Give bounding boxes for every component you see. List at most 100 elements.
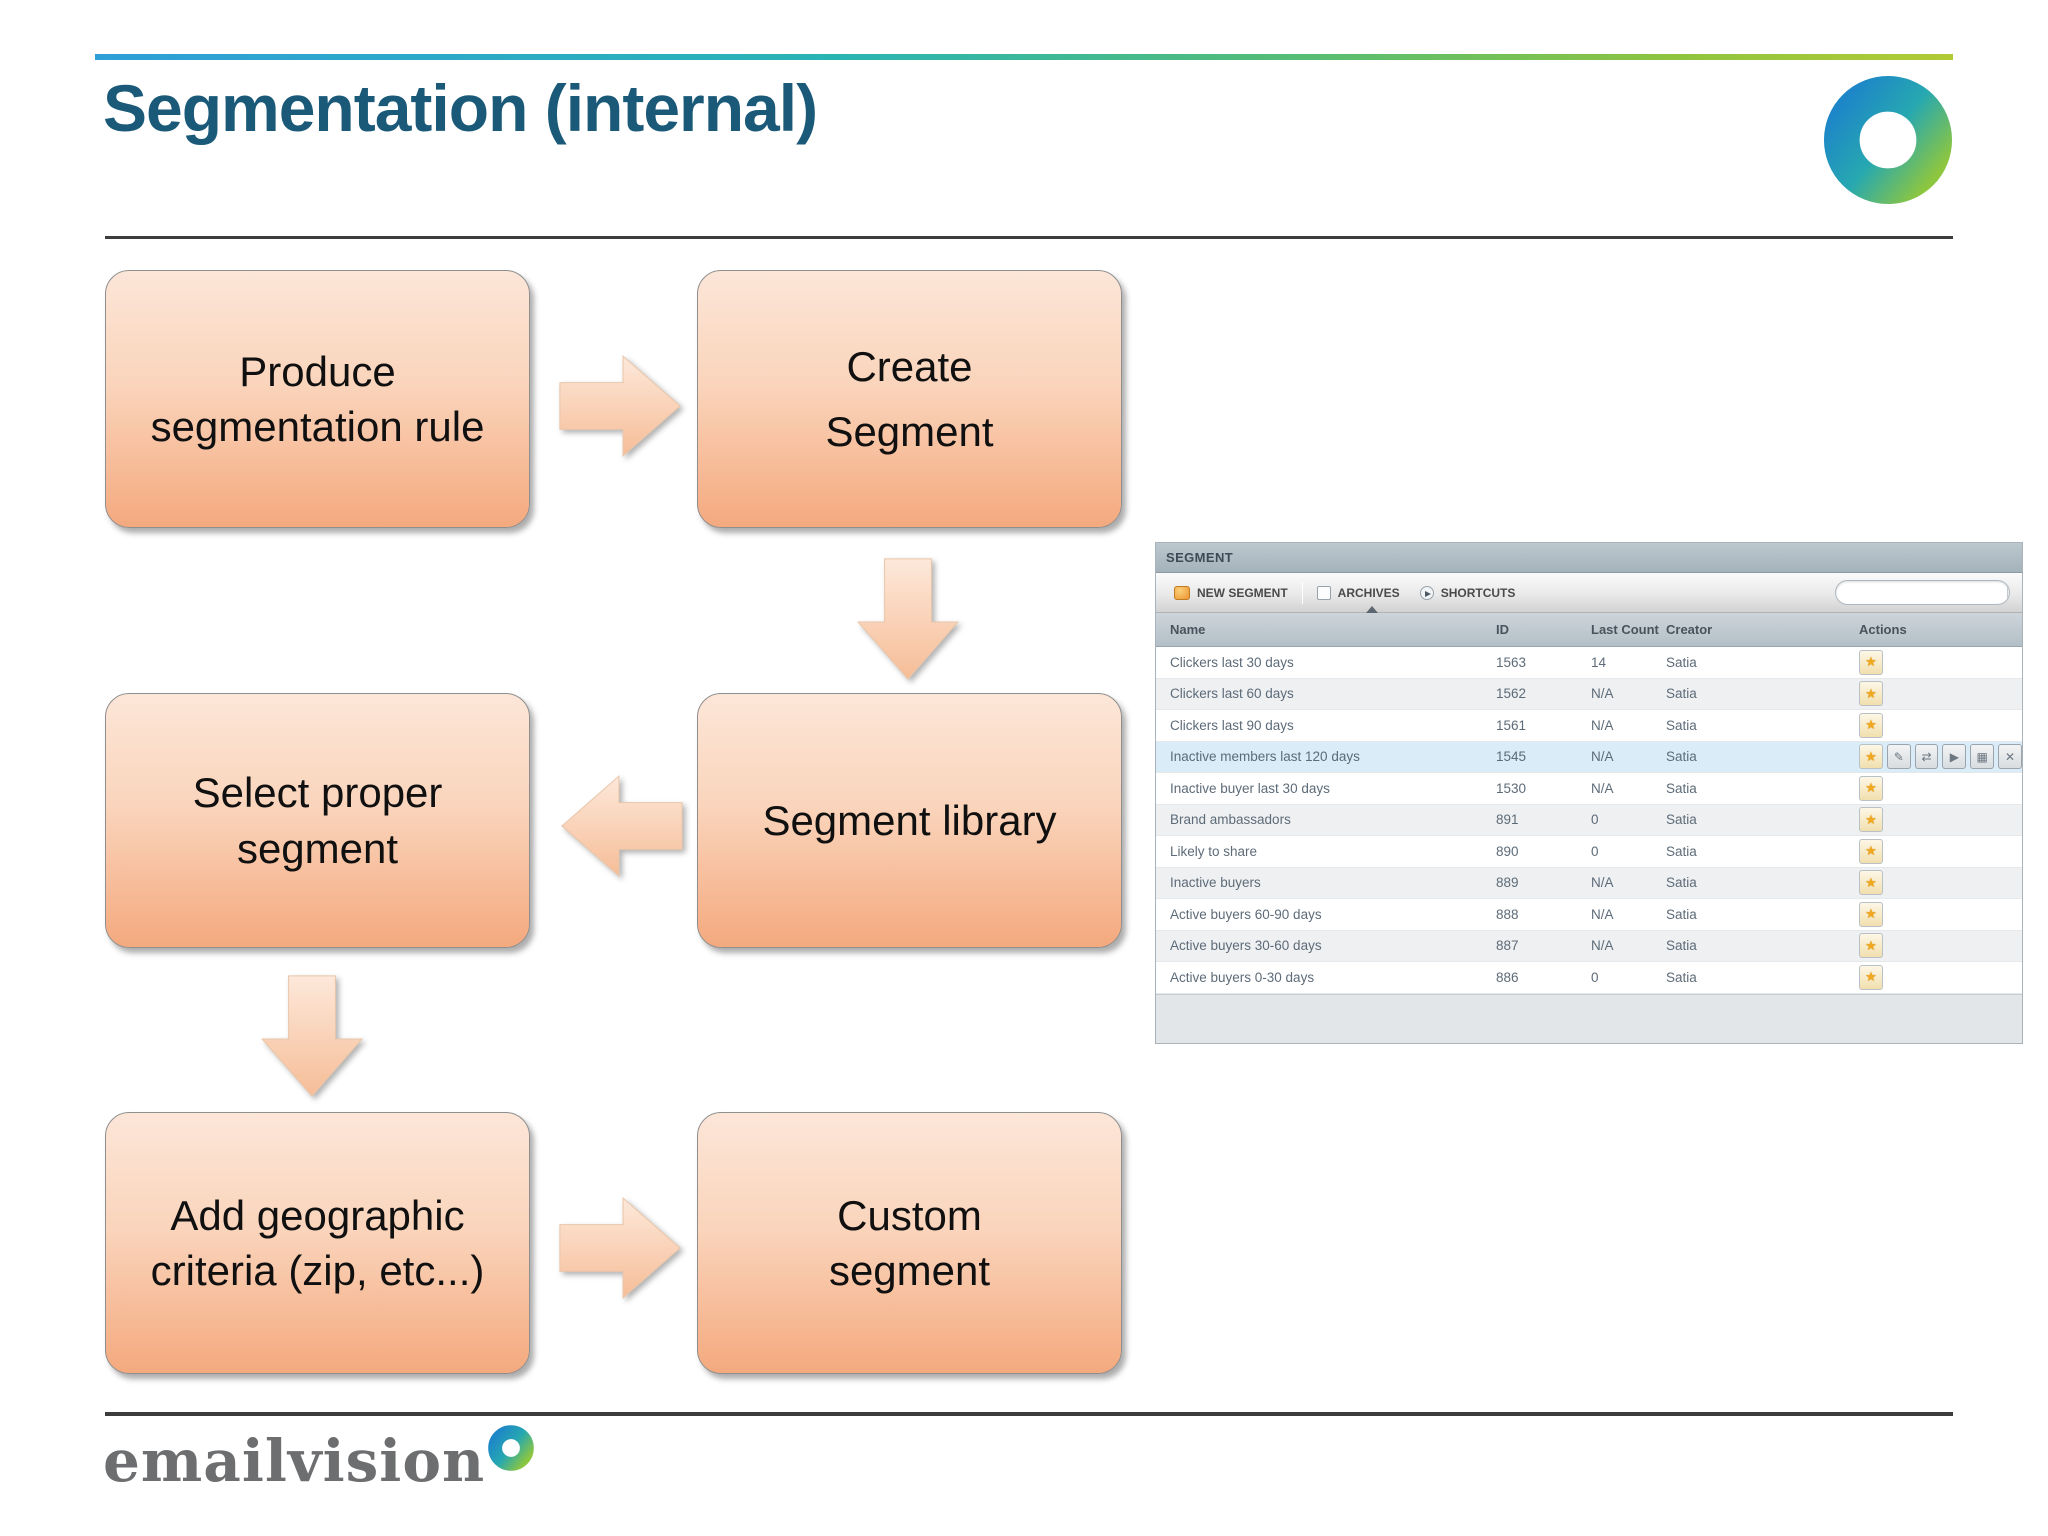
- shortcuts-label: SHORTCUTS: [1440, 585, 1516, 600]
- cell-count: N/A: [1591, 875, 1614, 891]
- footer-brand-logo: emailvision: [103, 1425, 535, 1495]
- save-icon[interactable]: ▦: [1970, 744, 1995, 770]
- search-box: [1835, 580, 2010, 605]
- cell-creator: Satia: [1666, 938, 1697, 954]
- cell-creator: Satia: [1666, 749, 1697, 765]
- column-header-creator[interactable]: Creator: [1666, 622, 1713, 637]
- search-icon[interactable]: [2007, 581, 2009, 604]
- new-segment-button[interactable]: NEW SEGMENT: [1168, 582, 1294, 604]
- cell-name: Clickers last 90 days: [1170, 717, 1294, 733]
- cell-actions: ★: [1859, 838, 2022, 864]
- bottom-divider-line: [105, 1412, 1953, 1416]
- arrow-down-icon: [856, 558, 960, 680]
- footer-brand-text: emailvision: [103, 1427, 486, 1495]
- archives-button[interactable]: ARCHIVES: [1311, 582, 1406, 604]
- star-icon[interactable]: ★: [1859, 744, 1883, 770]
- flow-box-label: Segment library: [762, 796, 1057, 844]
- column-header-actions[interactable]: Actions: [1859, 622, 1907, 637]
- cell-creator: Satia: [1666, 717, 1697, 733]
- cell-count: N/A: [1591, 780, 1614, 796]
- cell-creator: Satia: [1666, 812, 1697, 828]
- cell-id: 888: [1496, 906, 1519, 922]
- star-icon[interactable]: ★: [1859, 649, 1883, 675]
- cell-id: 1563: [1496, 654, 1527, 670]
- window-title: SEGMENT: [1166, 550, 1234, 565]
- column-header-id[interactable]: ID: [1496, 622, 1509, 637]
- archives-dropdown-indicator: [1366, 606, 1378, 613]
- flow-box-label: Add geographic criteria (zip, etc...): [150, 1191, 485, 1294]
- flow-box-select-proper-segment: Select proper segment: [105, 693, 530, 948]
- flow-box-add-geographic-criteria: Add geographic criteria (zip, etc...): [105, 1112, 530, 1374]
- flow-box-produce-segmentation-rule: Produce segmentation rule: [105, 270, 530, 528]
- flow-box-label: Produce segmentation rule: [150, 347, 485, 450]
- cell-name: Clickers last 60 days: [1170, 686, 1294, 702]
- star-icon[interactable]: ★: [1859, 933, 1883, 959]
- star-icon[interactable]: ★: [1859, 901, 1883, 927]
- table-row[interactable]: Clickers last 90 days 1561 N/A Satia ★: [1156, 710, 2022, 742]
- brand-ring-icon: [1823, 75, 1953, 205]
- page-title: Segmentation (internal): [103, 71, 818, 145]
- search-input[interactable]: [1836, 581, 2007, 604]
- cell-id: 1562: [1496, 686, 1527, 702]
- cell-actions: ★: [1859, 775, 2022, 801]
- cell-creator: Satia: [1666, 969, 1697, 985]
- star-icon[interactable]: ★: [1859, 838, 1883, 864]
- cell-count: 0: [1591, 812, 1599, 828]
- star-icon[interactable]: ★: [1859, 712, 1883, 738]
- flow-box-create-segment: Create Segment: [697, 270, 1122, 528]
- flow-box-label: Create Segment: [825, 342, 994, 455]
- window-titlebar: SEGMENT: [1156, 543, 2022, 573]
- new-segment-label: NEW SEGMENT: [1197, 585, 1288, 600]
- star-icon[interactable]: ★: [1859, 870, 1883, 896]
- table-row[interactable]: Active buyers 30-60 days 887 N/A Satia ★: [1156, 930, 2022, 962]
- toolbar: NEW SEGMENT ARCHIVES SHORTCUTS: [1156, 573, 2022, 613]
- cell-creator: Satia: [1666, 875, 1697, 891]
- star-icon[interactable]: ★: [1859, 964, 1883, 990]
- brand-ring-icon: [488, 1425, 535, 1471]
- cell-actions: ★: [1859, 964, 2022, 990]
- cell-actions: ★: [1859, 712, 2022, 738]
- column-header-name[interactable]: Name: [1170, 622, 1206, 637]
- flow-box-label: Custom segment: [828, 1191, 991, 1294]
- star-icon[interactable]: ★: [1859, 681, 1883, 707]
- arrow-right-icon: [559, 1196, 681, 1300]
- cell-count: 0: [1591, 843, 1599, 859]
- cell-actions: ★: [1859, 807, 2022, 833]
- cell-name: Inactive members last 120 days: [1170, 749, 1360, 765]
- star-icon[interactable]: ★: [1859, 807, 1883, 833]
- cell-name: Active buyers 30-60 days: [1170, 938, 1322, 954]
- arrow-right-icon: [559, 354, 681, 458]
- edit-icon[interactable]: ✎: [1886, 744, 1911, 770]
- cell-id: 1530: [1496, 780, 1527, 796]
- cell-name: Clickers last 30 days: [1170, 654, 1294, 670]
- top-gradient-line: [95, 54, 1953, 60]
- column-header-last-count[interactable]: Last Count: [1591, 622, 1659, 637]
- cell-count: N/A: [1591, 717, 1614, 733]
- cell-count: 14: [1591, 654, 1607, 670]
- cell-count: N/A: [1591, 938, 1614, 954]
- cell-id: 887: [1496, 938, 1519, 954]
- segment-app-window: SEGMENT NEW SEGMENT ARCHIVES SHORTCUTS: [1155, 542, 2023, 1044]
- flow-box-custom-segment: Custom segment: [697, 1112, 1122, 1374]
- cell-name: Inactive buyer last 30 days: [1170, 780, 1330, 796]
- cell-actions: ★: [1859, 870, 2022, 896]
- cell-name: Active buyers 0-30 days: [1170, 969, 1315, 985]
- cell-actions: ★✎⇄▶▦✕: [1859, 744, 2022, 770]
- run-icon[interactable]: ▶: [1942, 744, 1967, 770]
- delete-icon[interactable]: ✕: [1998, 744, 2022, 770]
- cell-id: 1561: [1496, 717, 1527, 733]
- star-icon[interactable]: ★: [1859, 775, 1883, 801]
- cell-id: 890: [1496, 843, 1519, 859]
- shortcuts-button[interactable]: SHORTCUTS: [1414, 582, 1522, 604]
- export-icon[interactable]: ⇄: [1914, 744, 1939, 770]
- cell-creator: Satia: [1666, 906, 1697, 922]
